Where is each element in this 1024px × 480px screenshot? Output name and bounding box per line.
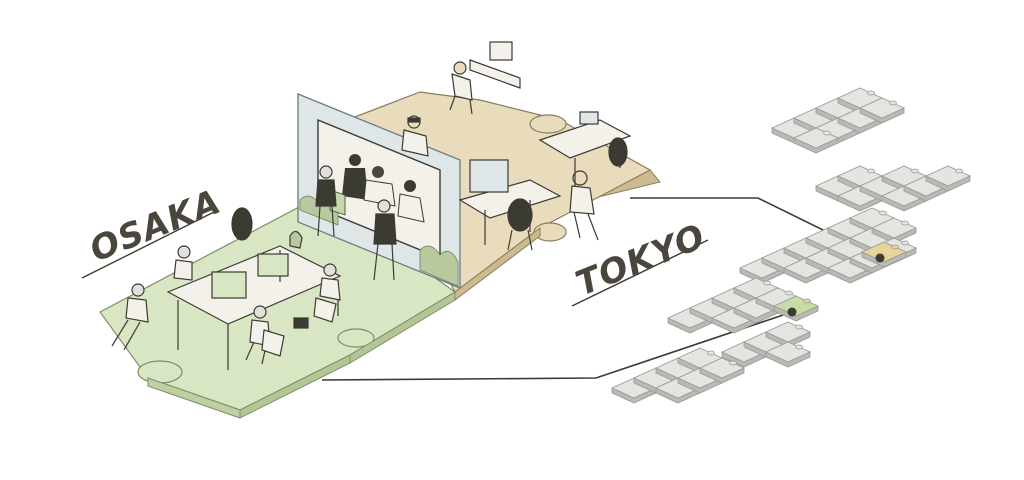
map-tile-knob	[785, 290, 793, 296]
osaka-workstations	[111, 165, 397, 370]
video-conference-wall	[297, 93, 461, 289]
map-tile-knob	[867, 90, 875, 96]
map-tile-knob	[803, 298, 811, 304]
tokyo-label-group: TOKYO	[570, 216, 711, 307]
map-tile-knob	[795, 324, 803, 330]
map-tile-knob	[955, 168, 963, 174]
map-tile-knob	[889, 100, 897, 106]
map-tile-knob	[891, 244, 899, 250]
japan-puzzle-map	[610, 87, 972, 404]
tokyo-marker	[875, 253, 885, 263]
map-tile-knob	[823, 130, 831, 136]
map-tile-knob	[795, 344, 803, 350]
osaka-connection-line	[321, 311, 793, 381]
tokyo-label: TOKYO	[570, 216, 711, 304]
map-tile-knob	[867, 168, 875, 174]
map-tile-knob	[901, 220, 909, 226]
map-markers	[787, 253, 885, 317]
map-tile-knob	[707, 350, 715, 356]
map-tile-knob	[729, 360, 737, 366]
tokyo-workstations	[401, 41, 632, 251]
osaka-marker	[787, 307, 797, 317]
map-tile-knob	[901, 240, 909, 246]
map-tile-knob	[763, 280, 771, 286]
map-tile-knob	[879, 210, 887, 216]
map-tile-knob	[911, 168, 919, 174]
